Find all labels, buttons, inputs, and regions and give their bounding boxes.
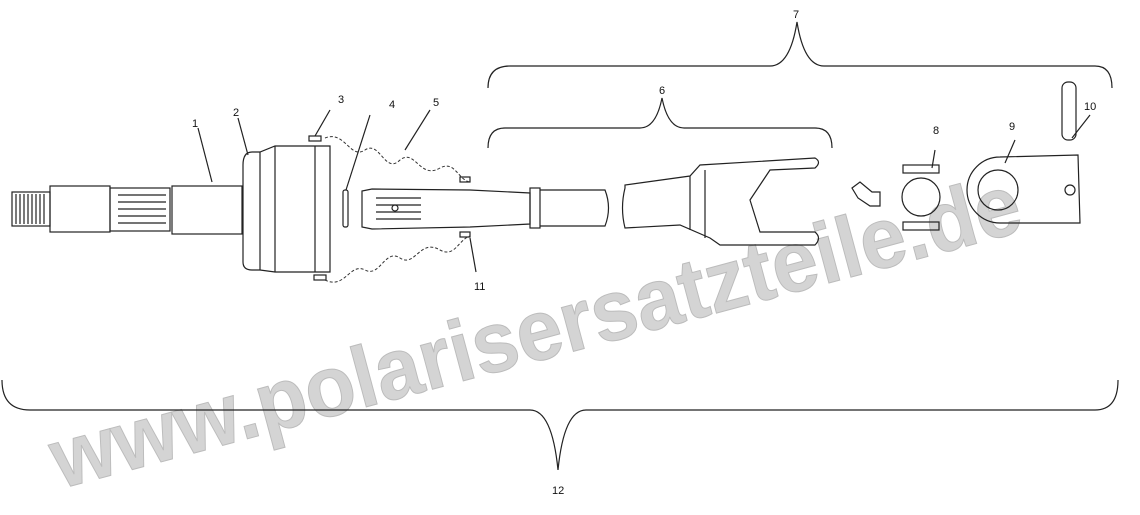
label-8: 8 (933, 125, 939, 137)
boot (324, 136, 471, 183)
pin (1061, 81, 1077, 141)
snap-ring (342, 189, 349, 228)
slip-yoke (621, 157, 820, 246)
brace-12 (1, 379, 1119, 471)
end-yoke (966, 154, 1081, 224)
label-11: 11 (474, 281, 485, 293)
brace-7 (487, 21, 1113, 89)
label-2: 2 (233, 107, 239, 119)
label-9: 9 (1009, 121, 1015, 133)
u-joint-cross (901, 164, 941, 231)
boot-lower (324, 235, 471, 283)
label-4: 4 (389, 99, 395, 111)
label-3: 3 (338, 94, 344, 106)
grease-fitting (851, 181, 881, 207)
axle-shaft (11, 185, 243, 235)
label-1: 1 (192, 118, 198, 130)
leader-lines (197, 109, 1091, 273)
label-12: 12 (552, 485, 564, 497)
clamp-top (308, 135, 322, 142)
watermark: www.polarisersatzteile.de (39, 156, 1031, 508)
label-10: 10 (1084, 101, 1096, 113)
label-5: 5 (433, 97, 439, 109)
label-6: 6 (659, 85, 665, 97)
label-7: 7 (793, 9, 799, 21)
cv-joint-housing (242, 145, 331, 273)
clamp-small-top (459, 176, 471, 183)
clamp-small-bottom (459, 231, 471, 238)
clamp-bottom (313, 274, 327, 281)
brace-6 (487, 97, 833, 149)
stub-shaft (361, 187, 610, 230)
